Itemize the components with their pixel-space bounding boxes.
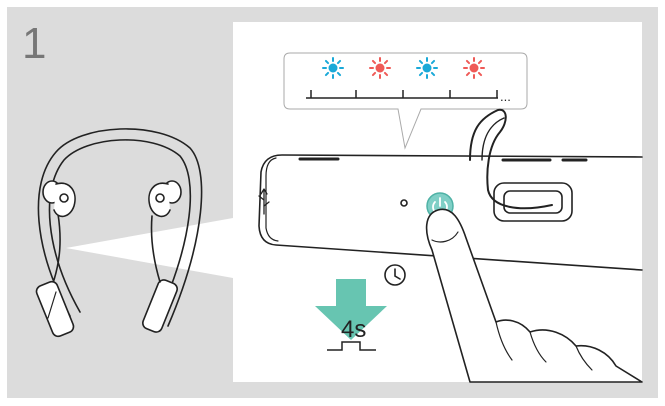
left-earbud — [42, 180, 76, 218]
zoom-beam — [66, 218, 233, 278]
led-indicator — [400, 199, 408, 207]
right-cable — [150, 215, 161, 283]
led-flash-icon — [416, 57, 438, 79]
led-flashes — [322, 57, 485, 79]
led-flash-icon — [463, 57, 485, 79]
right-neckband-end — [141, 279, 179, 333]
callout-bubble — [283, 52, 528, 150]
left-cable — [53, 213, 61, 281]
pressing-hand — [425, 208, 643, 383]
press-duration-label: 4s — [341, 316, 367, 343]
right-earbud — [148, 180, 182, 218]
led-sequence-callout: ... — [283, 52, 528, 150]
led-flash-icon — [369, 57, 391, 79]
press-indicator — [315, 264, 406, 351]
neckband — [37, 128, 203, 327]
step-number: 1 — [22, 19, 47, 68]
cable-port — [493, 182, 573, 222]
button-symbol — [327, 341, 376, 351]
clock-icon — [384, 264, 406, 286]
left-neckband-end — [35, 280, 75, 338]
timeline-ellipsis: ... — [500, 89, 511, 104]
fingernail — [431, 231, 459, 243]
usb-icon — [258, 188, 270, 215]
down-arrow-icon — [315, 279, 387, 340]
cable — [469, 108, 553, 210]
led-flash-icon — [322, 57, 344, 79]
neckband-headset — [35, 128, 203, 338]
